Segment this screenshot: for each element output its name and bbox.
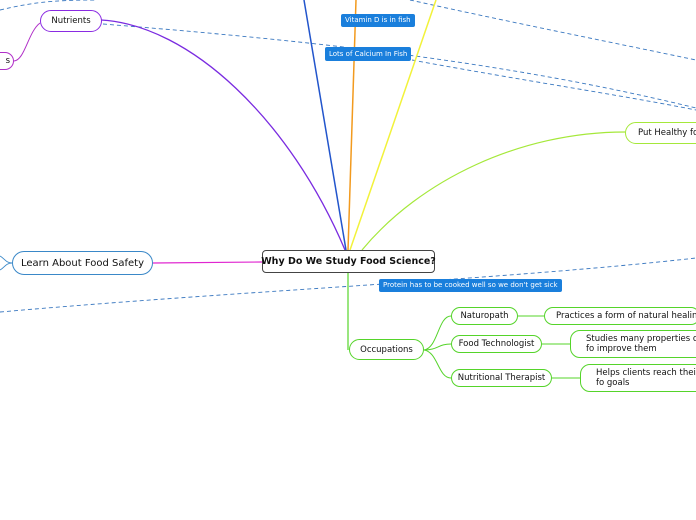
- callout-calcium[interactable]: Lots of Calcium In Fish: [325, 47, 412, 61]
- branch-line-healthy-food: [361, 131, 626, 251]
- occupation-food-technologist-label: Food Technologist: [458, 339, 535, 349]
- nutrients-child-label: s: [5, 56, 10, 66]
- relationship-line-top-left: [0, 0, 96, 11]
- callout-protein[interactable]: Protein has to be cooked well so we don'…: [379, 279, 562, 292]
- healthy-food-node[interactable]: Put Healthy foo: [625, 122, 696, 144]
- occupation-food-technologist[interactable]: Food Technologist: [451, 335, 542, 353]
- occupation-naturopath-label: Naturopath: [460, 311, 509, 321]
- nutrients-label: Nutrients: [51, 16, 91, 26]
- relationship-line-calcium: [411, 59, 696, 111]
- nutrients-node[interactable]: Nutrients: [40, 10, 102, 32]
- branch-line-naturopath: [423, 315, 452, 351]
- branch-line-food-technologist: [423, 343, 452, 351]
- food-technologist-description-text: Studies many properties of fo improve th…: [586, 334, 696, 354]
- naturopath-description-text: Practices a form of natural healing: [556, 311, 696, 321]
- food-safety-label: Learn About Food Safety: [20, 257, 145, 269]
- relationship-line-protein: [0, 257, 696, 313]
- food-safety-node[interactable]: Learn About Food Safety: [12, 251, 153, 275]
- central-topic[interactable]: Why Do We Study Food Science?: [261, 250, 436, 273]
- naturopath-description[interactable]: Practices a form of natural healing: [544, 307, 696, 325]
- nutritional-therapist-description[interactable]: Helps clients reach their fo goals: [580, 364, 696, 392]
- branch-line-nutrients: [100, 19, 346, 251]
- occupation-naturopath[interactable]: Naturopath: [451, 307, 518, 325]
- branch-line-orange: [347, 0, 357, 251]
- occupation-nutritional-therapist[interactable]: Nutritional Therapist: [451, 369, 552, 387]
- healthy-food-label: Put Healthy foo: [638, 128, 696, 138]
- callout-calcium-label: Lots of Calcium In Fish: [329, 50, 408, 58]
- occupations-label: Occupations: [360, 344, 413, 355]
- branch-line-nutrients-child: [13, 22, 41, 62]
- nutrients-child-node[interactable]: s: [0, 52, 14, 70]
- branch-line-yellow: [349, 0, 437, 251]
- occupations-node[interactable]: Occupations: [349, 339, 424, 360]
- nutritional-therapist-description-text: Helps clients reach their fo goals: [596, 368, 696, 388]
- callout-protein-label: Protein has to be cooked well so we don'…: [383, 281, 558, 289]
- food-technologist-description[interactable]: Studies many properties of fo improve th…: [570, 330, 696, 358]
- branch-line-food-safety-left: [0, 255, 13, 271]
- callout-vitamin-d[interactable]: Vitamin D is in fish: [341, 14, 415, 27]
- relationship-line-nutrients-fish: [102, 23, 696, 109]
- branch-line-food-safety: [152, 261, 263, 264]
- occupation-nutritional-therapist-label: Nutritional Therapist: [457, 373, 546, 383]
- central-topic-label: Why Do We Study Food Science?: [261, 256, 436, 267]
- relationship-line-top-right: [409, 0, 696, 61]
- branch-line-nutritional-therapist: [423, 349, 452, 379]
- callout-vitamin-d-label: Vitamin D is in fish: [345, 16, 411, 24]
- branch-line-blue: [303, 0, 347, 251]
